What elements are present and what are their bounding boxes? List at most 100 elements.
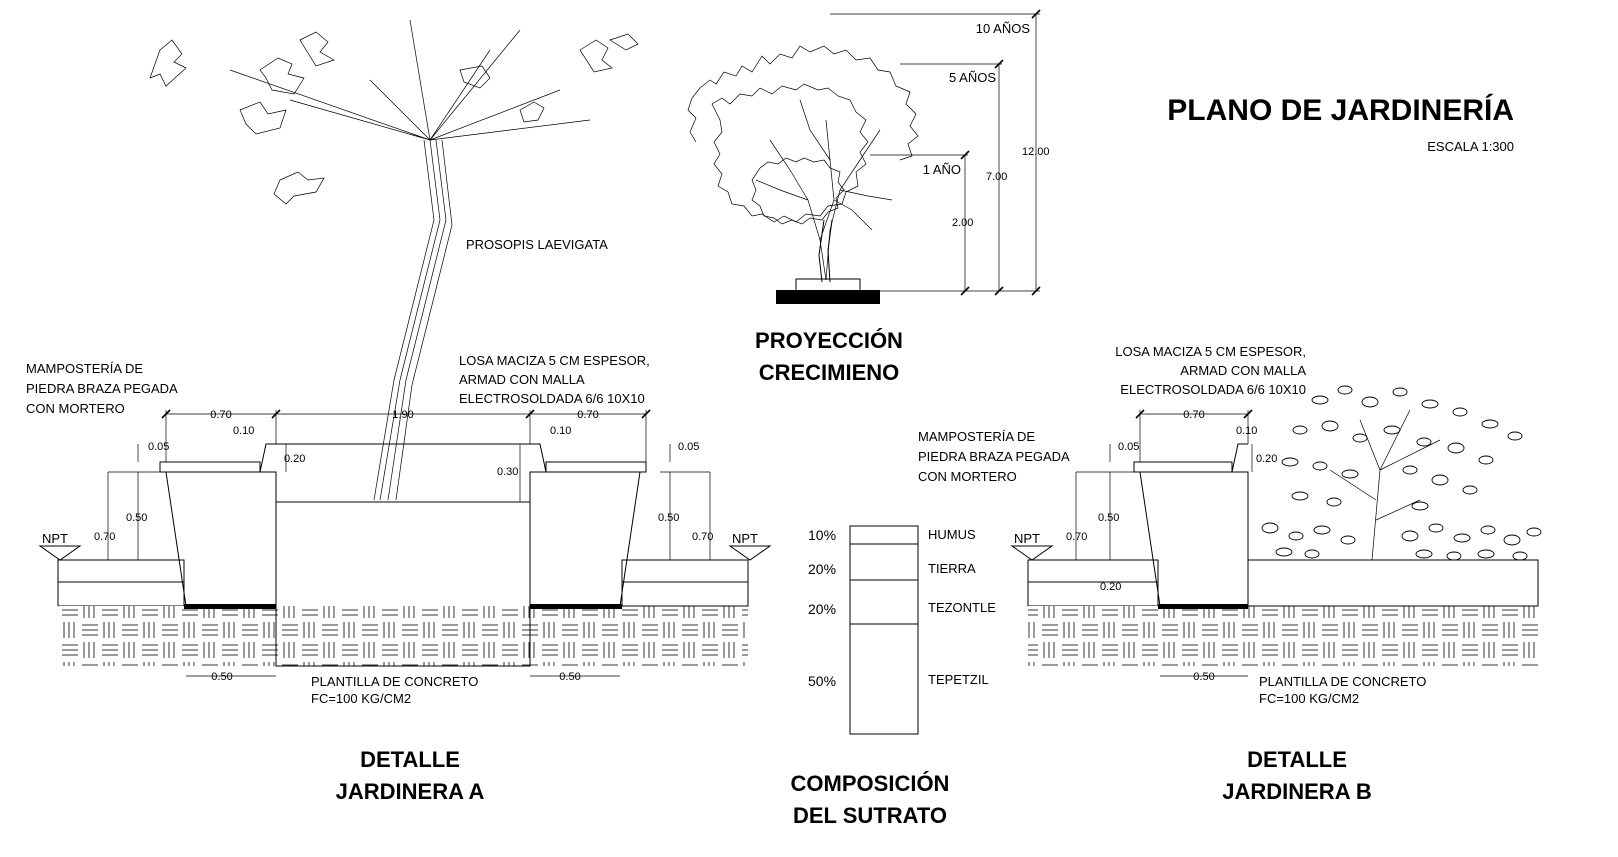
species-label: PROSOPIS LAEVIGATA [466, 237, 608, 252]
substrate-percent-humus: 10% [808, 527, 836, 543]
substrate-title-1: COMPOSICIÓN [791, 771, 950, 796]
dim-top-left: 0.70 [210, 409, 231, 421]
scale-label: ESCALA 1:300 [1427, 139, 1514, 154]
canopy-5-years [711, 83, 869, 223]
center-soil [275, 501, 531, 667]
npt-marker-left [38, 545, 82, 561]
dim-wall-left: 0.50 [126, 512, 147, 524]
dim-step-right: 0.30 [497, 466, 518, 478]
base-note-a-1: PLANTILLA DE CONCRETO [311, 674, 478, 689]
detail-jardinera-b: NPT 0.70 0.10 0.05 0.20 0.50 0.70 0.50 0… [918, 344, 1542, 804]
canopy-1-year [751, 157, 845, 225]
slab-note-b-1: LOSA MACIZA 5 CM ESPESOR, [1115, 344, 1306, 359]
growth-caption-1: PROYECCIÓN [755, 328, 903, 353]
b-dim-edge: 0.05 [1118, 441, 1139, 453]
npt-left: NPT [42, 531, 68, 546]
dim-top-right: 0.70 [577, 409, 598, 421]
dim-edge-right: 0.05 [678, 441, 699, 453]
left-cap-slab [159, 461, 261, 473]
left-hatch [57, 581, 185, 607]
masonry-note-b-3: CON MORTERO [918, 469, 1017, 484]
stage-label-5: 5 AÑOS [949, 70, 996, 85]
npt-b: NPT [1014, 531, 1040, 546]
dim-total-left: 0.70 [94, 531, 115, 543]
dim-cap-right: 0.10 [550, 425, 571, 437]
npt-right: NPT [732, 531, 758, 546]
substrate-name-humus: HUMUS [928, 527, 976, 542]
detail-b-title-1: DETALLE [1247, 747, 1347, 772]
substrate-name-tierra: TIERRA [928, 561, 976, 576]
detail-a-title-1: DETALLE [360, 747, 460, 772]
substrate-composition: 10% HUMUS 20% TIERRA 20% TEZONTLE 50% TE… [791, 525, 996, 828]
substrate-percent-tezontle: 20% [808, 601, 836, 617]
slab-note-b-3: ELECTROSOLDADA 6/6 10X10 [1120, 382, 1306, 397]
slab-note-a-1: LOSA MACIZA 5 CM ESPESOR, [459, 353, 650, 368]
b-dim-step: 0.20 [1256, 453, 1277, 465]
dim-cap-left: 0.10 [233, 425, 254, 437]
dim-wall-right: 0.50 [658, 512, 679, 524]
height-7: 7.00 [986, 171, 1007, 183]
b-dim-total: 0.70 [1066, 531, 1087, 543]
b-dim-base: 0.50 [1193, 671, 1214, 683]
ground-fill-b [1028, 606, 1538, 666]
slab-note-a-2: ARMAD CON MALLA [459, 372, 585, 387]
dim-step-left: 0.20 [284, 453, 305, 465]
layer-humus [849, 525, 919, 545]
base-note-b-1: PLANTILLA DE CONCRETO [1259, 674, 1426, 689]
detail-b-title-2: JARDINERA B [1222, 779, 1372, 804]
left-gravel [57, 559, 185, 583]
masonry-note-a-1: MAMPOSTERÍA DE [26, 361, 143, 376]
right-masonry-wall [529, 471, 641, 607]
layer-tezontle [849, 579, 919, 625]
base-note-a-2: FC=100 KG/CM2 [311, 691, 411, 706]
stage-label-10: 10 AÑOS [976, 21, 1031, 36]
dim-base-right: 0.50 [559, 671, 580, 683]
masonry-note-b-2: PIEDRA BRAZA PEGADA [918, 449, 1070, 464]
base-note-b-2: FC=100 KG/CM2 [1259, 691, 1359, 706]
npt-marker-right [728, 545, 772, 561]
npt-marker-b [1010, 545, 1054, 561]
height-2: 2.00 [952, 217, 973, 229]
b-cap-slab [1133, 461, 1233, 473]
left-masonry-wall [165, 471, 277, 607]
substrate-percent-tierra: 20% [808, 561, 836, 577]
dim-top-center: 1.90 [392, 409, 413, 421]
substrate-name-tepetzil: TEPETZIL [928, 672, 989, 687]
right-hatch [621, 581, 749, 607]
masonry-note-b-1: MAMPOSTERÍA DE [918, 429, 1035, 444]
substrate-title-2: DEL SUTRATO [793, 803, 947, 828]
height-12: 12.00 [1022, 146, 1050, 158]
right-cap-slab [545, 461, 647, 473]
plan-title: PLANO DE JARDINERÍA [1167, 93, 1514, 127]
detail-a-title-2: JARDINERA A [336, 779, 485, 804]
dim-base-left: 0.50 [211, 671, 232, 683]
shrubs [1261, 385, 1542, 561]
layer-tierra [849, 543, 919, 581]
b-dim-top: 0.70 [1183, 409, 1204, 421]
b-planter-soil [1247, 559, 1539, 607]
b-gravel [1027, 559, 1159, 583]
b-dim-wall: 0.50 [1098, 512, 1119, 524]
ground-fill-a [58, 606, 748, 666]
layer-tepetzil [849, 623, 919, 735]
canopy-10-years [687, 45, 919, 161]
growth-caption-2: CRECIMIENO [759, 360, 900, 385]
detail-jardinera-a: PROSOPIS LAEVIGATA NPT NPT [26, 19, 772, 804]
planter-base [776, 290, 880, 304]
prosopis-tree [149, 19, 639, 501]
stage-label-1: 1 AÑO [923, 162, 961, 177]
slab-note-a-3: ELECTROSOLDADA 6/6 10X10 [459, 391, 645, 406]
right-gravel [621, 559, 749, 583]
dim-total-right: 0.70 [692, 531, 713, 543]
slab-note-b-2: ARMAD CON MALLA [1180, 363, 1306, 378]
b-masonry-wall [1139, 471, 1249, 607]
b-hatch [1027, 581, 1159, 607]
b-dim-cap: 0.10 [1236, 425, 1257, 437]
b-dim-soil: 0.20 [1100, 581, 1121, 593]
tree-growth-projection: 10 AÑOS 5 AÑOS 1 AÑO 12.00 7.00 2.00 PRO… [687, 9, 1050, 385]
substrate-name-tezontle: TEZONTLE [928, 600, 996, 615]
dim-edge-left: 0.05 [148, 441, 169, 453]
substrate-percent-tepetzil: 50% [808, 673, 836, 689]
masonry-note-a-2: PIEDRA BRAZA PEGADA [26, 381, 178, 396]
